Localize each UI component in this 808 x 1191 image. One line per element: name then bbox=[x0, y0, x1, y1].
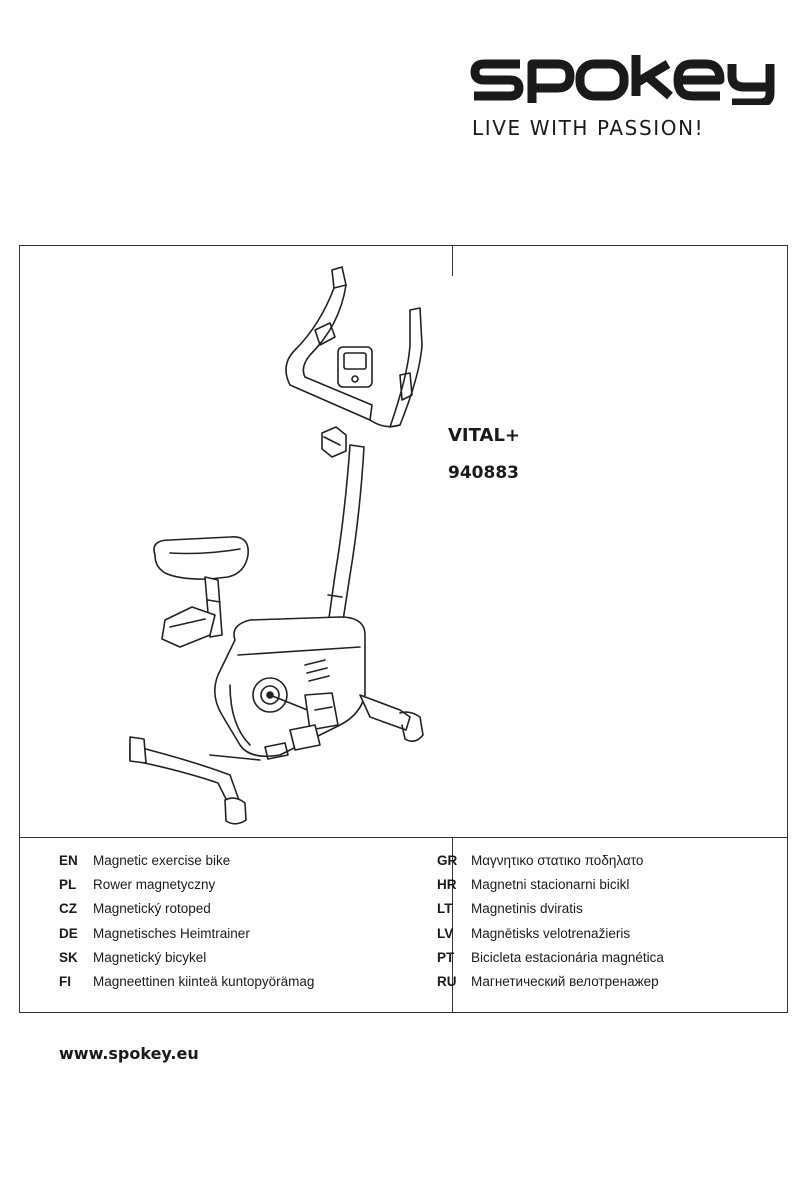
list-item: FI Magneettinen kiinteä kuntopyörämag bbox=[59, 969, 314, 993]
list-item: LT Magnetinis dviratis bbox=[437, 897, 664, 921]
product-code: 940883 bbox=[448, 463, 519, 483]
language-description: Bicicleta estacionária magnética bbox=[471, 949, 664, 965]
product-frame bbox=[19, 245, 788, 1013]
language-description: Rower magnetyczny bbox=[93, 876, 216, 892]
divider-vertical-bottom bbox=[452, 837, 453, 1013]
list-item: GR Μαγνητικο στατικο ποδηλατο bbox=[437, 848, 664, 872]
language-code: LT bbox=[437, 901, 453, 917]
language-code: GR bbox=[437, 852, 458, 868]
language-description: Magneettinen kiinteä kuntopyörämag bbox=[93, 974, 315, 990]
language-description: Magnetický bicykel bbox=[93, 949, 207, 965]
brand-logo bbox=[470, 55, 788, 105]
spokey-logo bbox=[470, 55, 775, 105]
language-code: SK bbox=[59, 949, 78, 965]
list-item: DE Magnetisches Heimtrainer bbox=[59, 921, 314, 945]
list-item: LV Magnētisks velotrenažieris bbox=[437, 921, 664, 945]
language-list-right: GR Μαγνητικο στατικο ποδηλατο HR Magnetni … bbox=[437, 848, 664, 994]
language-code: PT bbox=[437, 949, 455, 965]
language-description: Magnetic exercise bike bbox=[93, 852, 231, 868]
list-item: CZ Magnetický rotoped bbox=[59, 897, 314, 921]
language-code: FI bbox=[59, 974, 71, 990]
brand-tagline: LIVE WITH PASSION! bbox=[472, 116, 705, 140]
language-code: RU bbox=[437, 974, 457, 990]
list-item: PL Rower magnetyczny bbox=[59, 872, 314, 896]
language-description: Магнетический велотренажер bbox=[471, 974, 659, 990]
list-item: EN Magnetic exercise bike bbox=[59, 848, 314, 872]
language-description: Magnetický rotoped bbox=[93, 901, 211, 917]
divider-vertical-top bbox=[452, 246, 453, 276]
language-description: Magnetisches Heimtrainer bbox=[93, 925, 250, 941]
list-item: SK Magnetický bicykel bbox=[59, 945, 314, 969]
language-description: Magnetinis dviratis bbox=[471, 901, 583, 917]
website-link[interactable]: www.spokey.eu bbox=[59, 1044, 199, 1063]
language-code: HR bbox=[437, 876, 457, 892]
language-list-left: EN Magnetic exercise bike PL Rower magnety… bbox=[59, 848, 314, 994]
exercise-bike-illustration bbox=[110, 255, 440, 830]
language-code: PL bbox=[59, 876, 77, 892]
language-description: Μαγνητικο στατικο ποδηλατο bbox=[471, 852, 644, 868]
list-item: HR Magnetni stacionarni bicikl bbox=[437, 872, 664, 896]
language-code: CZ bbox=[59, 901, 77, 917]
list-item: PT Bicicleta estacionária magnética bbox=[437, 945, 664, 969]
language-code: EN bbox=[59, 852, 78, 868]
language-code: LV bbox=[437, 925, 454, 941]
list-item: RU Магнетический велотренажер bbox=[437, 969, 664, 993]
language-code: DE bbox=[59, 925, 78, 941]
language-description: Magnētisks velotrenažieris bbox=[471, 925, 631, 941]
product-name: VITAL+ bbox=[448, 425, 520, 446]
language-description: Magnetni stacionarni bicikl bbox=[471, 876, 630, 892]
divider-horizontal bbox=[20, 837, 787, 838]
